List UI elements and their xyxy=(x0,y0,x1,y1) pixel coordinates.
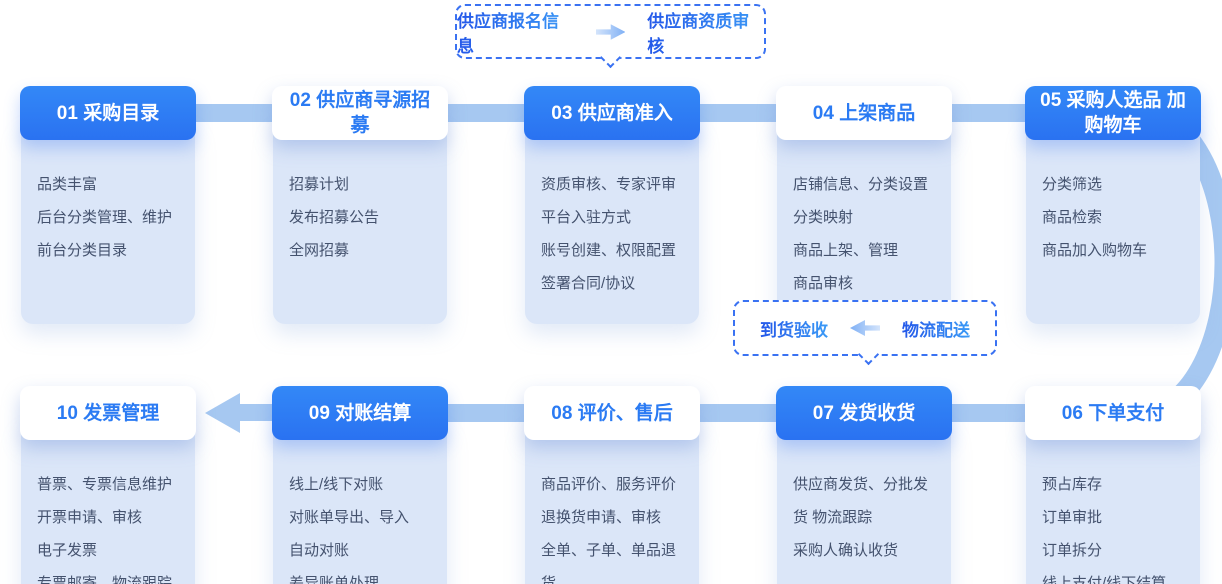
step-item: 商品检索 xyxy=(1042,209,1103,226)
step-item: 订单审批 xyxy=(1042,509,1103,526)
connector-07-08 xyxy=(700,404,776,422)
step-item: 商品审核 xyxy=(793,275,854,292)
step-item: 预占库存 xyxy=(1042,476,1103,493)
callout-supplier-signup: 供应商报名信息 供应商资质审核 xyxy=(455,4,766,69)
step-body: 商品评价、服务评价 退换货申请、审核 全单、子单、单品退货 xyxy=(525,422,699,584)
step-item: 签署合同/协议 xyxy=(541,275,636,292)
step-item: 品类丰富 xyxy=(37,176,98,193)
step-item: 开票申请、审核 xyxy=(37,509,143,526)
step-item: 线上/线下对账 xyxy=(289,476,384,493)
step-body: 品类丰富 后台分类管理、维护 前台分类目录 xyxy=(21,122,195,324)
callout-left-label: 到货验收 xyxy=(760,316,828,341)
step-item: 全网招募 xyxy=(289,242,350,259)
step-item: 订单拆分 xyxy=(1042,542,1103,559)
step-item: 专票邮寄、物流跟踪 xyxy=(37,575,173,584)
step-body: 线上/线下对账 对账单导出、导入 自动对账 差异账单处理 xyxy=(273,422,447,584)
step-item: 商品上架、管理 xyxy=(793,242,899,259)
step-card-02: 招募计划 发布招募公告 全网招募 02 供应商寻源招募 xyxy=(272,86,448,324)
step-item: 差异账单处理 xyxy=(289,575,380,584)
step-item: 商品加入购物车 xyxy=(1042,242,1148,259)
callout-right-label: 物流配送 xyxy=(902,316,970,341)
callout-left-label: 供应商报名信息 xyxy=(457,7,574,57)
step-body: 普票、专票信息维护 开票申请、审核 电子发票 专票邮寄、物流跟踪 xyxy=(21,422,195,584)
step-card-07: 供应商发货、分批发货 物流跟踪 采购人确认收货 07 发货收货 xyxy=(776,386,952,584)
step-item: 后台分类管理、维护 xyxy=(37,209,173,226)
step-item: 平台入驻方式 xyxy=(541,209,632,226)
step-body: 供应商发货、分批发货 物流跟踪 采购人确认收货 xyxy=(777,422,951,584)
step-header: 09 对账结算 xyxy=(272,386,448,440)
step-body: 招募计划 发布招募公告 全网招募 xyxy=(273,122,447,324)
step-card-01: 品类丰富 后台分类管理、维护 前台分类目录 01 采购目录 xyxy=(20,86,196,324)
left-block-arrow-icon xyxy=(205,393,240,433)
step-card-03: 资质审核、专家评审 平台入驻方式 账号创建、权限配置 签署合同/协议 03 供应… xyxy=(524,86,700,324)
step-item: 资质审核、专家评审 xyxy=(541,176,677,193)
step-header: 08 评价、售后 xyxy=(524,386,700,440)
callout-logistics: 到货验收 物流配送 xyxy=(733,300,997,366)
step-item: 自动对账 xyxy=(289,542,350,559)
step-item: 电子发票 xyxy=(37,542,98,559)
step-card-10: 普票、专票信息维护 开票申请、审核 电子发票 专票邮寄、物流跟踪 10 发票管理 xyxy=(20,386,196,584)
step-card-06: 预占库存 订单审批 订单拆分 线上支付/线下结算 06 下单支付 xyxy=(1025,386,1201,584)
step-card-05: 分类筛选 商品检索 商品加入购物车 05 采购人选品 加购物车 xyxy=(1025,86,1201,324)
step-item: 退换货申请、审核 xyxy=(541,509,662,526)
step-item: 分类筛选 xyxy=(1042,176,1103,193)
step-item: 分类映射 xyxy=(793,209,854,226)
step-item: 账号创建、权限配置 xyxy=(541,242,677,259)
step-body: 分类筛选 商品检索 商品加入购物车 xyxy=(1026,122,1200,324)
step-body: 预占库存 订单审批 订单拆分 线上支付/线下结算 xyxy=(1026,422,1200,584)
callout-right-label: 供应商资质审核 xyxy=(647,7,764,57)
connector-06-07 xyxy=(952,404,1025,422)
step-item: 普票、专票信息维护 xyxy=(37,476,173,493)
step-item: 招募计划 xyxy=(289,176,350,193)
step-header: 02 供应商寻源招募 xyxy=(272,86,448,140)
step-card-08: 商品评价、服务评价 退换货申请、审核 全单、子单、单品退货 08 评价、售后 xyxy=(524,386,700,584)
step-header: 05 采购人选品 加购物车 xyxy=(1025,86,1201,140)
step-item: 前台分类目录 xyxy=(37,242,128,259)
step-item: 全单、子单、单品退货 xyxy=(541,542,677,584)
step-item: 采购人确认收货 xyxy=(793,542,899,559)
step-item: 店铺信息、分类设置 xyxy=(793,176,929,193)
step-header: 03 供应商准入 xyxy=(524,86,700,140)
left-arrow-icon xyxy=(850,320,880,336)
right-arrow-icon xyxy=(595,23,626,40)
step-item: 商品评价、服务评价 xyxy=(541,476,677,493)
step-card-09: 线上/线下对账 对账单导出、导入 自动对账 差异账单处理 09 对账结算 xyxy=(272,386,448,584)
step-header: 01 采购目录 xyxy=(20,86,196,140)
connector-03-04 xyxy=(700,104,776,122)
step-item: 线上支付/线下结算 xyxy=(1042,575,1167,584)
step-header: 10 发票管理 xyxy=(20,386,196,440)
step-item: 供应商发货、分批发货 物流跟踪 xyxy=(793,476,929,526)
connector-04-05 xyxy=(952,104,1025,122)
connector-09-10 xyxy=(237,404,272,421)
step-body: 资质审核、专家评审 平台入驻方式 账号创建、权限配置 签署合同/协议 xyxy=(525,122,699,324)
connector-08-09 xyxy=(448,404,524,422)
step-item: 发布招募公告 xyxy=(289,209,380,226)
step-header: 04 上架商品 xyxy=(776,86,952,140)
step-card-04: 店铺信息、分类设置 分类映射 商品上架、管理 商品审核 04 上架商品 xyxy=(776,86,952,324)
step-item: 对账单导出、导入 xyxy=(289,509,410,526)
connector-02-03 xyxy=(448,104,524,122)
step-body: 店铺信息、分类设置 分类映射 商品上架、管理 商品审核 xyxy=(777,122,951,324)
connector-01-02 xyxy=(196,104,272,122)
step-header: 06 下单支付 xyxy=(1025,386,1201,440)
step-header: 07 发货收货 xyxy=(776,386,952,440)
